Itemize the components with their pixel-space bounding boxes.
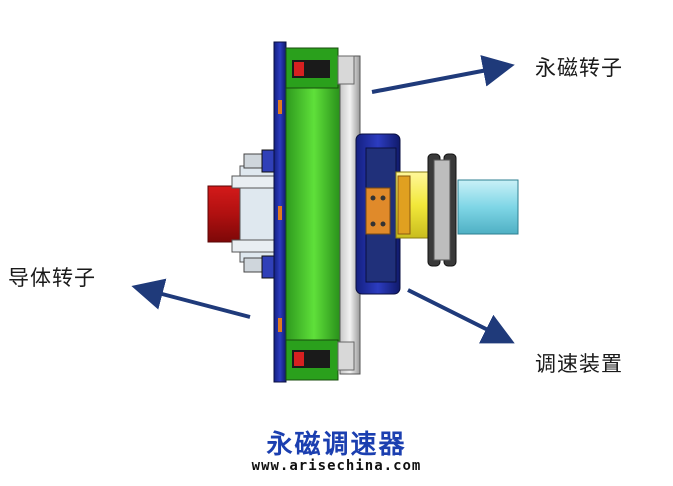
output-shaft [427,153,519,267]
arrow-icon [407,288,515,344]
magnet-disc [285,47,343,381]
arrow-icon [371,55,515,94]
pm-rotor-label: 永磁转子 [535,56,623,80]
arrow-icon [131,278,251,319]
diagram-title: 永磁调速器 [266,430,407,460]
conductor-plate [337,55,361,375]
conductor-rotor-frame [273,41,287,383]
speed-adjust-device [355,133,437,295]
speed-device-label: 调速装置 [535,352,623,376]
conductor-rotor-label: 导体转子 [8,266,96,290]
website-url: www.arisechina.com [251,458,422,474]
